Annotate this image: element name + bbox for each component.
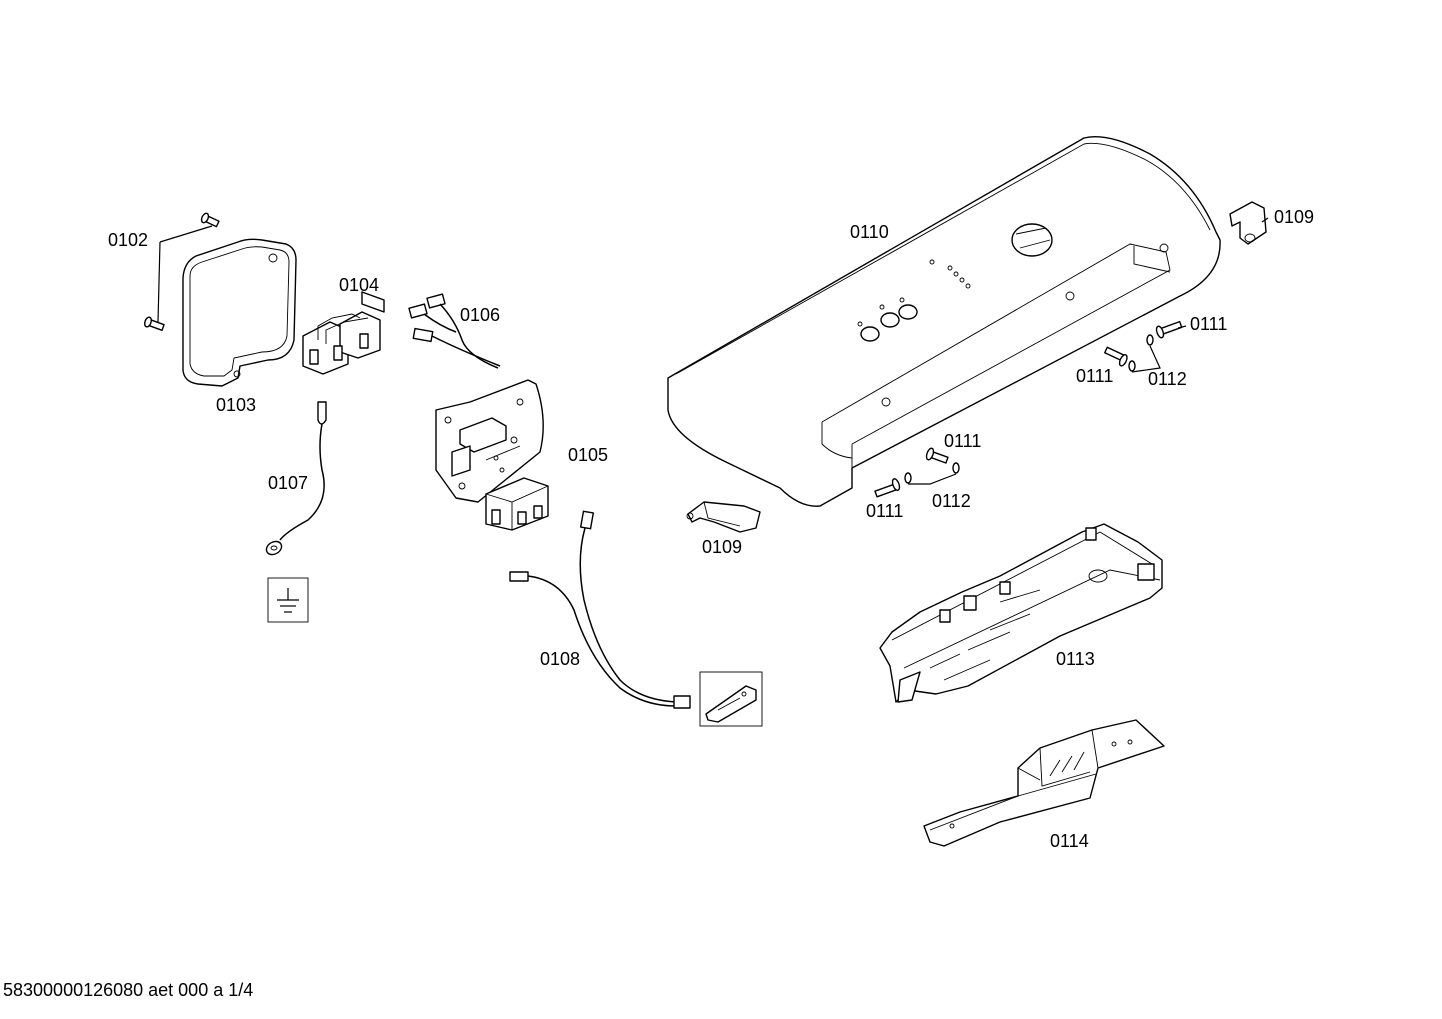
part-0109-clip-right[interactable] [1229,201,1267,245]
part-0114-bracket[interactable] [923,719,1165,847]
label-0109-left: 0109 [702,537,742,557]
label-0110: 0110 [850,222,889,242]
part-0113-module-holder[interactable] [879,523,1163,703]
label-0104: 0104 [339,275,379,295]
part-0103-cover[interactable] [182,238,297,387]
label-0102: 0102 [108,230,148,250]
part-0106-wire-harness[interactable] [408,293,501,369]
leader-lines [1177,217,1269,329]
label-0106: 0106 [460,305,500,325]
label-0112-a: 0112 [1148,369,1187,389]
label-0109-right: 0109 [1274,207,1314,227]
part-0111-screw-c[interactable] [925,447,949,465]
earth-symbol-icon [267,577,309,623]
label-0114: 0114 [1050,831,1089,851]
label-0112-b: 0112 [932,491,971,511]
cable-connector-inset [699,671,763,727]
part-0102-screws[interactable] [143,212,220,332]
part-0104-switch-block[interactable] [302,291,385,375]
part-0112-washers[interactable] [904,334,1161,485]
part-0108-cable[interactable] [509,510,691,709]
part-mounting-plate[interactable] [435,379,544,503]
part-0107-earth-wire[interactable] [264,401,327,557]
label-0103: 0103 [216,395,256,415]
label-0113: 0113 [1056,649,1095,669]
label-0107: 0107 [268,473,308,493]
document-id: 58300000126080 aet 000 a 1/4 [3,980,254,1000]
label-0111-a: 0111 [1190,314,1227,334]
part-0105-relay[interactable] [485,477,549,531]
part-0111-screw-d[interactable] [873,478,901,498]
label-0108: 0108 [540,649,580,669]
part-0111-screw-a[interactable] [1155,319,1183,339]
label-0111-b: 0111 [1076,366,1113,386]
part-0109-clip-left[interactable] [686,501,761,533]
label-0111-d: 0111 [866,501,903,521]
part-0110-control-panel[interactable] [667,136,1221,507]
part-0111-screw-b[interactable] [1103,346,1129,367]
label-0111-c: 0111 [944,431,981,451]
label-0105: 0105 [568,445,608,465]
